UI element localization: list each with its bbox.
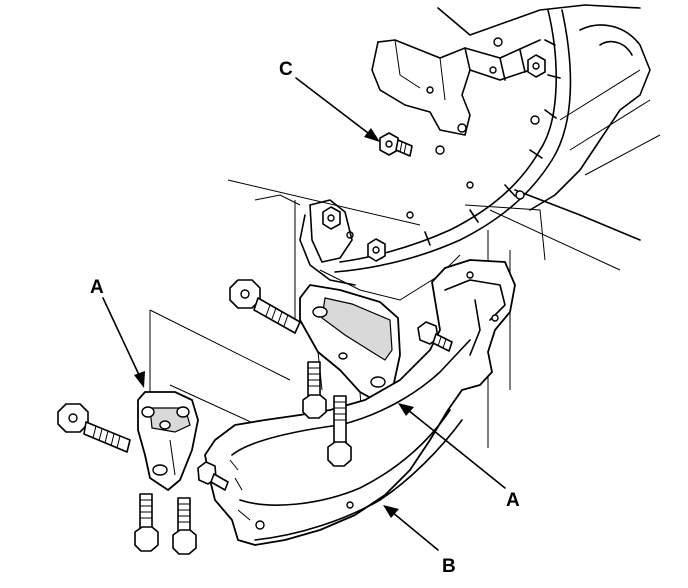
vertical-bolt-1 bbox=[302, 361, 327, 419]
long-bolt-upper bbox=[229, 279, 301, 334]
shield-bolt-right bbox=[417, 321, 453, 352]
callout-label-a-upper: A bbox=[90, 277, 104, 298]
vertical-bolt-2 bbox=[327, 395, 352, 467]
housing-bolt-top bbox=[527, 54, 546, 78]
callout-label-c: C bbox=[279, 59, 293, 80]
leader-arrow-c bbox=[295, 77, 380, 142]
splash-shield-b bbox=[204, 259, 516, 546]
long-bolt-left bbox=[57, 403, 131, 453]
leader-arrow-b bbox=[383, 505, 439, 551]
housing-bolt-left bbox=[322, 206, 341, 230]
bracket-a-lower bbox=[137, 391, 199, 491]
shield-bolt-left bbox=[197, 461, 229, 491]
engine-block bbox=[149, 4, 661, 448]
vertical-bolt-4 bbox=[172, 497, 197, 555]
vertical-bolt-3 bbox=[134, 493, 159, 552]
bracket-a-upper bbox=[299, 284, 401, 421]
leader-arrow-a-lower bbox=[398, 403, 506, 489]
bolt-c bbox=[379, 132, 413, 157]
callout-label-b: B bbox=[442, 556, 456, 577]
housing-bolt-center bbox=[367, 238, 386, 262]
leader-arrow-a-upper bbox=[102, 297, 145, 388]
callout-label-a-lower: A bbox=[506, 490, 520, 511]
